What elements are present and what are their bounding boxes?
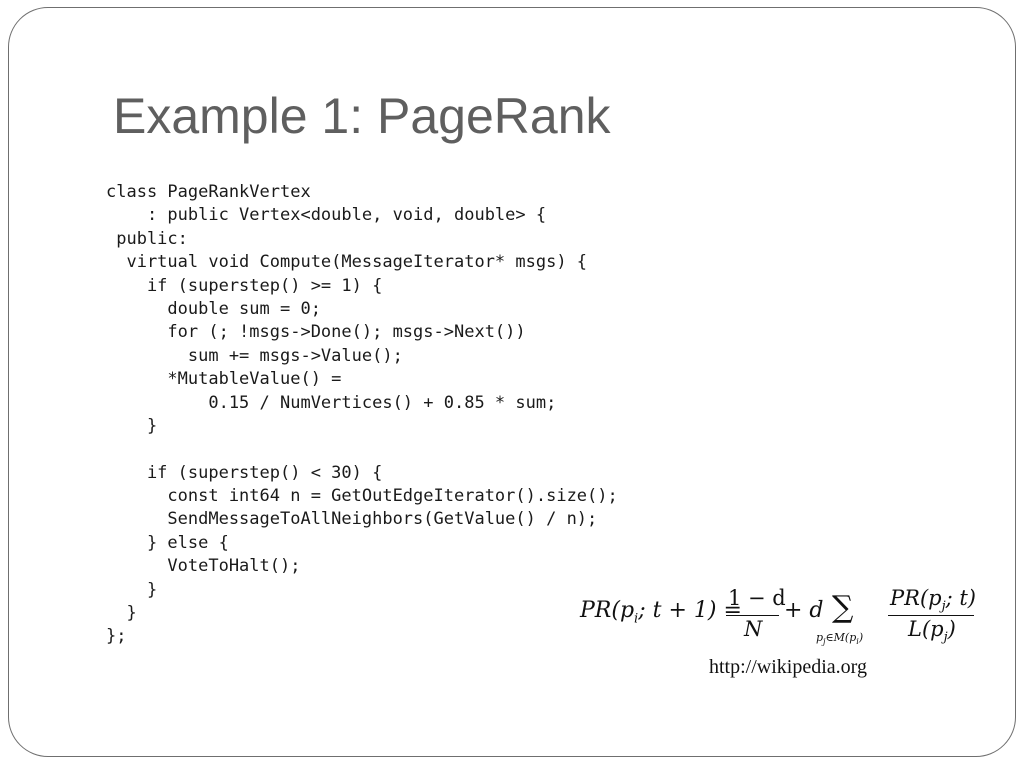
code-line: virtual void Compute(MessageIterator* ms… [106, 252, 588, 273]
code-line: } [106, 579, 158, 600]
fraction-bar [726, 615, 779, 617]
code-line: sum += msgs->Value(); [106, 345, 403, 366]
slide-title: Example 1: PageRank [113, 88, 611, 144]
source-link[interactable]: http://wikipedia.org [709, 656, 867, 678]
code-line: const int64 n = GetOutEdgeIterator().siz… [106, 486, 618, 507]
code-line: double sum = 0; [106, 298, 321, 319]
code-line: 0.15 / NumVertices() + 0.85 * sum; [106, 392, 557, 413]
code-line: public: [106, 228, 188, 249]
code-line: SendMessageToAllNeighbors(GetValue() / n… [106, 509, 598, 530]
formula-plus-d: + d [784, 598, 824, 623]
code-line [106, 438, 618, 461]
code-line: } [106, 603, 137, 624]
code-line: VoteToHalt(); [106, 556, 301, 577]
code-line: if (superstep() >= 1) { [106, 275, 383, 296]
formula-lhs: PR(pi; t + 1) = [580, 598, 742, 627]
slide-frame [8, 7, 1016, 757]
code-line: for (; !msgs->Done(); msgs->Next()) [106, 322, 526, 343]
code-line: if (superstep() < 30) { [106, 462, 383, 483]
fraction-denominator: L(pj) [908, 617, 956, 646]
pagerank-formula: PR(pi; t + 1) = 1 − d N + d ∑ pj∈M(pi) P… [578, 584, 978, 650]
code-line: : public Vertex<double, void, double> { [106, 205, 547, 226]
code-line: }; [106, 626, 127, 647]
code-line: } else { [106, 532, 229, 553]
sigma-subscript: pj∈M(pi) [816, 631, 864, 647]
fraction-numerator: 1 − d [728, 586, 786, 610]
code-line: *MutableValue() = [106, 369, 342, 390]
code-block: class PageRankVertex : public Vertex<dou… [106, 181, 618, 649]
code-line: } [106, 415, 158, 436]
sigma-symbol: ∑ [832, 590, 854, 625]
fraction-numerator: PR(pj; t) [890, 586, 976, 615]
fraction-denominator: N [744, 617, 763, 641]
fraction-bar [888, 615, 974, 617]
code-line: class PageRankVertex [106, 182, 311, 202]
